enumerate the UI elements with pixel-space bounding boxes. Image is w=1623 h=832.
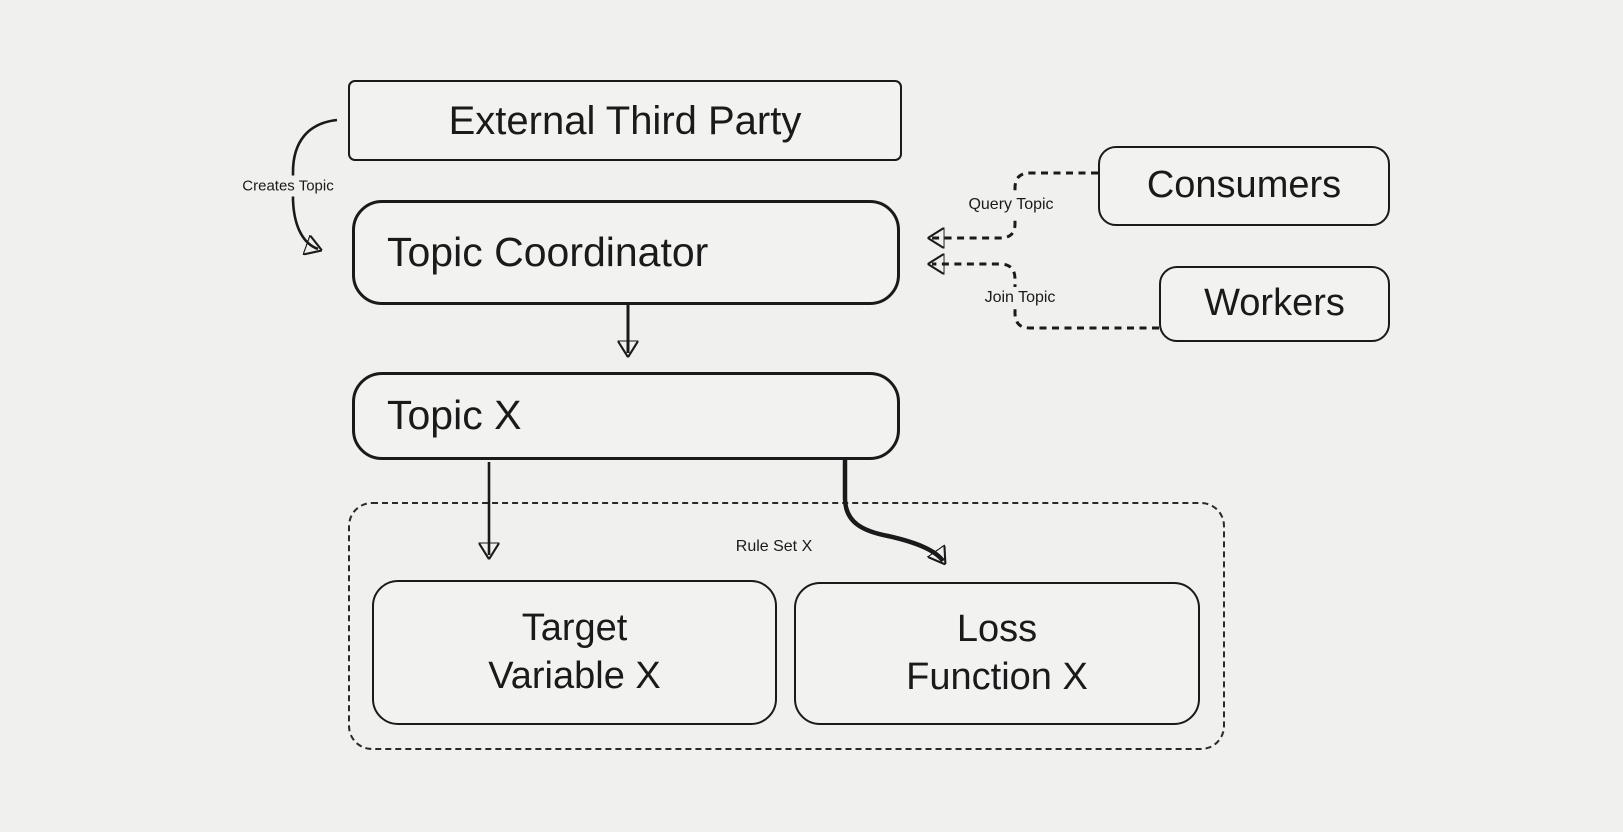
node-label-target-line1: Target [521,607,628,649]
node-workers: Workers [1159,266,1390,342]
edge-label-join-topic: Join Topic [978,287,1062,309]
node-topic-x: Topic X [352,372,900,460]
node-loss-function-x: Loss Function X [794,582,1200,725]
node-label-topic-coordinator: Topic Coordinator [387,228,709,275]
edge-label-creates-topic: Creates Topic [236,175,340,197]
node-label-consumers: Consumers [1146,164,1342,207]
rule-set-group-box [348,502,1225,750]
node-consumers: Consumers [1098,146,1390,226]
node-topic-coordinator: Topic Coordinator [352,200,900,305]
node-label-workers: Workers [1204,282,1345,325]
node-external-third-party: External Third Party [348,80,902,161]
edge-label-query-topic: Query Topic [962,194,1060,216]
node-label-loss-line1: Loss [956,608,1038,650]
node-label-loss-line2: Function X [906,655,1088,698]
node-target-variable-x: Target Variable X [372,580,777,725]
node-label-external-third-party: External Third Party [448,98,802,143]
node-label-topic-x: Topic X [387,392,522,439]
group-label-rule-set-x: Rule Set X [735,538,813,555]
node-label-target-line2: Variable X [488,654,661,697]
